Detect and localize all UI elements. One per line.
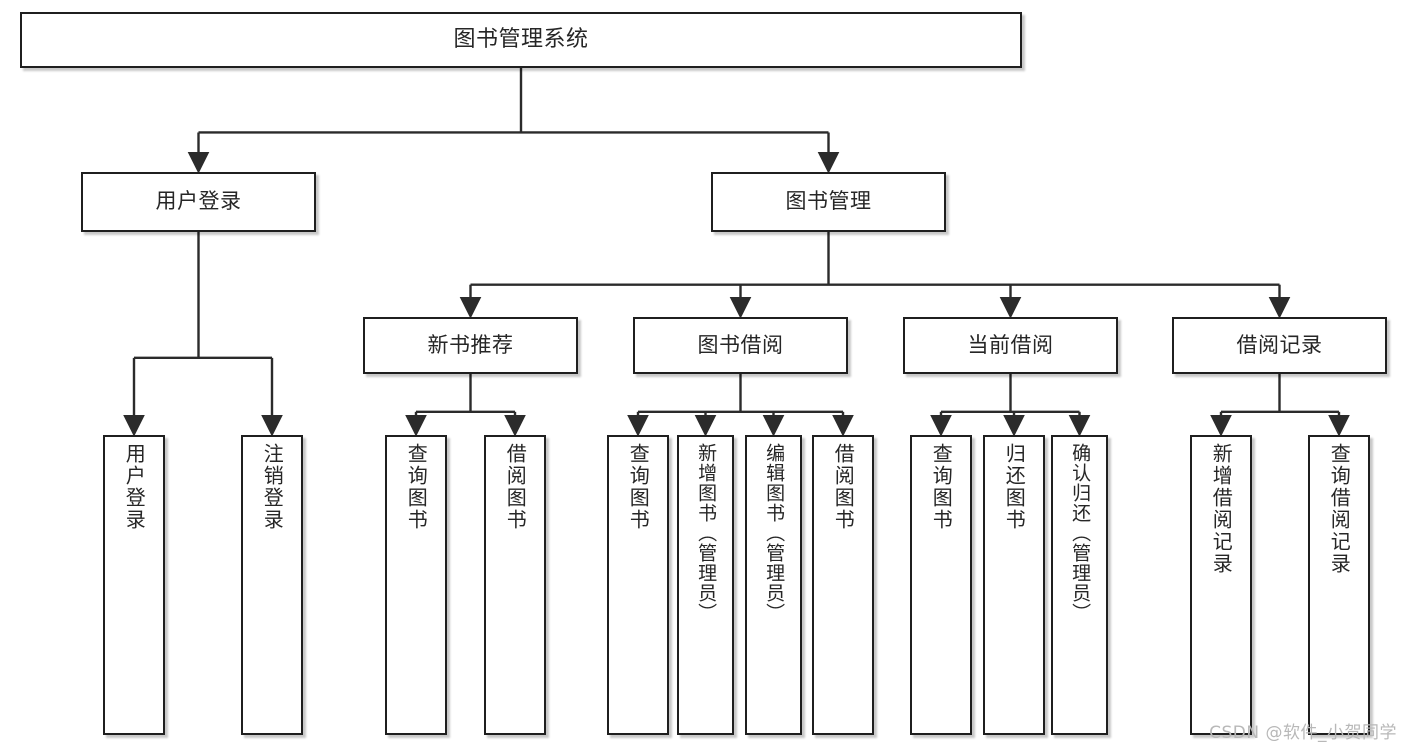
node-leaf-query-record[interactable]: 查询借阅记录 bbox=[1308, 435, 1370, 735]
node-user-login-label: 用户登录 bbox=[155, 189, 242, 214]
node-leaf-user-login-label: 用户登录 bbox=[122, 443, 147, 531]
node-leaf-query-book-cb-label: 查询图书 bbox=[929, 443, 954, 531]
node-root-label: 图书管理系统 bbox=[453, 26, 589, 52]
node-leaf-user-login[interactable]: 用户登录 bbox=[103, 435, 165, 735]
node-book-borrow-label: 图书借阅 bbox=[697, 332, 784, 357]
node-leaf-user-logout[interactable]: 注销登录 bbox=[241, 435, 303, 735]
node-new-book-rec-label: 新书推荐 bbox=[427, 332, 514, 357]
node-leaf-query-book-rec-label: 查询图书 bbox=[404, 443, 429, 531]
watermark: CSDN @软件_小贺同学 bbox=[1209, 723, 1397, 743]
node-leaf-query-book-rec[interactable]: 查询图书 bbox=[385, 435, 447, 735]
node-borrow-record[interactable]: 借阅记录 bbox=[1172, 317, 1387, 374]
node-current-borrow-label: 当前借阅 bbox=[967, 332, 1054, 357]
node-new-book-rec[interactable]: 新书推荐 bbox=[363, 317, 578, 374]
node-book-manage-label: 图书管理 bbox=[785, 189, 872, 214]
node-book-borrow[interactable]: 图书借阅 bbox=[633, 317, 848, 374]
node-leaf-return-book[interactable]: 归还图书 bbox=[983, 435, 1045, 735]
node-leaf-borrow-book-rec-label: 借阅图书 bbox=[503, 443, 528, 531]
node-leaf-query-book-br-label: 查询图书 bbox=[626, 443, 651, 531]
node-book-manage[interactable]: 图书管理 bbox=[711, 172, 946, 232]
node-leaf-edit-book-label: 编辑图书（管理员） bbox=[763, 443, 786, 623]
node-leaf-borrow-book-rec[interactable]: 借阅图书 bbox=[484, 435, 546, 735]
node-leaf-add-book-label: 新增图书（管理员） bbox=[695, 443, 718, 623]
node-leaf-add-book[interactable]: 新增图书（管理员） bbox=[677, 435, 734, 735]
node-leaf-borrow-book-br[interactable]: 借阅图书 bbox=[812, 435, 874, 735]
node-leaf-query-record-label: 查询借阅记录 bbox=[1327, 443, 1352, 575]
node-user-login[interactable]: 用户登录 bbox=[81, 172, 316, 232]
node-leaf-return-book-label: 归还图书 bbox=[1002, 443, 1027, 531]
node-root[interactable]: 图书管理系统 bbox=[20, 12, 1022, 68]
node-current-borrow[interactable]: 当前借阅 bbox=[903, 317, 1118, 374]
node-borrow-record-label: 借阅记录 bbox=[1236, 332, 1323, 357]
node-leaf-edit-book[interactable]: 编辑图书（管理员） bbox=[745, 435, 802, 735]
node-leaf-confirm-return-label: 确认归还（管理员） bbox=[1069, 443, 1092, 623]
node-leaf-add-record[interactable]: 新增借阅记录 bbox=[1190, 435, 1252, 735]
node-leaf-borrow-book-br-label: 借阅图书 bbox=[831, 443, 856, 531]
node-leaf-query-book-br[interactable]: 查询图书 bbox=[607, 435, 669, 735]
node-leaf-add-record-label: 新增借阅记录 bbox=[1209, 443, 1234, 575]
node-leaf-confirm-return[interactable]: 确认归还（管理员） bbox=[1051, 435, 1108, 735]
node-leaf-user-logout-label: 注销登录 bbox=[260, 443, 285, 531]
node-leaf-query-book-cb[interactable]: 查询图书 bbox=[910, 435, 972, 735]
